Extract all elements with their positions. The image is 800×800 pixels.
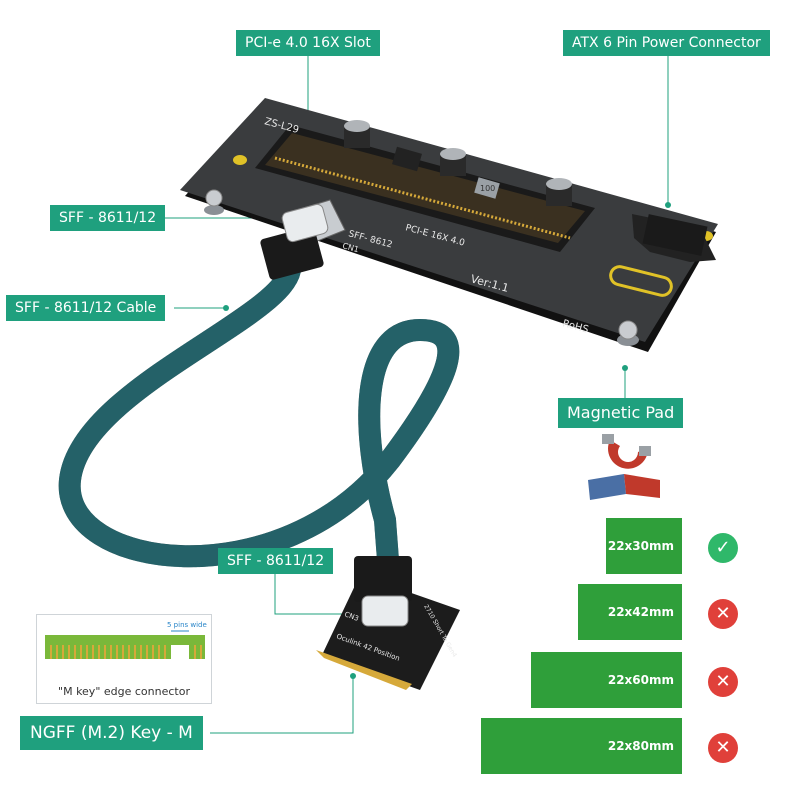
callout-atx-power: ATX 6 Pin Power Connector — [563, 30, 770, 56]
size-label: 22x80mm — [607, 739, 674, 753]
ic-chip — [392, 146, 422, 172]
board-foot — [204, 205, 224, 215]
check-icon: ✓ — [708, 533, 738, 563]
callout-sff-board: SFF - 8611/12 — [50, 205, 166, 231]
size-card-2242: 22x42mm — [578, 584, 682, 640]
m-key-inset: 5 pins wide "M key" edge connector — [36, 614, 212, 704]
cross-icon: ✕ — [708, 733, 738, 763]
m2-adapter-board — [322, 575, 460, 690]
capacitors — [344, 120, 572, 206]
m-key-caption: "M key" edge connector — [58, 685, 190, 698]
size-card-2260: 22x60mm — [531, 652, 682, 708]
callout-ngff: NGFF (M.2) Key - M — [20, 716, 203, 750]
callout-sff-cable: SFF - 8611/12 Cable — [6, 295, 166, 321]
size-label: 22x60mm — [607, 673, 674, 687]
mount-hole — [233, 155, 247, 165]
sff-plug-board — [260, 226, 324, 280]
size-card-2280: 22x80mm — [481, 718, 682, 774]
size-label: 22x30mm — [607, 539, 674, 553]
sff-plug-m2-head — [361, 595, 409, 627]
pcie-gold-contacts — [274, 156, 571, 240]
callout-sff-m2: SFF - 8611/12 — [218, 548, 334, 574]
callout-pcie-slot: PCI-e 4.0 16X Slot — [236, 30, 380, 56]
cross-icon: ✕ — [708, 667, 738, 697]
atx-connector-body — [642, 214, 708, 256]
magnet-icon — [602, 434, 651, 469]
board-screw — [618, 320, 638, 340]
size-label: 22x42mm — [607, 605, 674, 619]
m2-gold-fingers — [316, 650, 412, 690]
callout-lines — [155, 56, 669, 734]
inductor — [474, 177, 500, 199]
size-card-2230: 22x30mm — [606, 518, 682, 574]
sff-plug-m2 — [354, 556, 412, 602]
cross-icon: ✕ — [708, 599, 738, 629]
m-key-diagram — [45, 630, 205, 661]
bar-magnet-icon — [588, 474, 660, 500]
cable-slot — [609, 265, 673, 297]
sff-plug-board-head — [281, 203, 329, 243]
board-screw — [205, 189, 223, 207]
sff-cable-weave — [58, 259, 460, 571]
pcie-slot-pins — [265, 133, 585, 243]
callout-magnetic-pad: Magnetic Pad — [558, 398, 684, 428]
inductor-label: 100 — [480, 184, 495, 193]
pin-width-note: 5 pins wide — [167, 621, 207, 629]
board-cn1: CN1 — [341, 241, 359, 254]
